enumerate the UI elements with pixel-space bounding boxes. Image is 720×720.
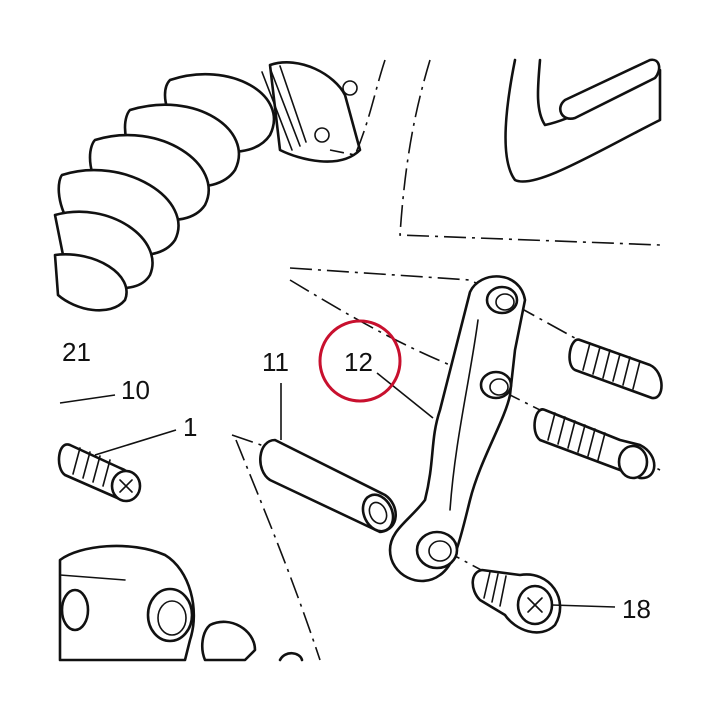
shock-absorber-spring: [53, 61, 362, 312]
callout-12: 12: [344, 347, 373, 377]
bolt-lower-18: [471, 568, 562, 634]
callout-11: 11: [262, 347, 289, 377]
bolt-upper: [568, 338, 663, 400]
bolt-left-1: [57, 443, 142, 503]
bolt-middle: [533, 408, 656, 480]
callout-21: 21: [62, 337, 91, 367]
callout-1: 1: [183, 412, 197, 442]
leader-lines: [59, 372, 616, 608]
lever-arm: [388, 275, 527, 583]
highlight-circle: [318, 319, 402, 403]
callout-18: 18: [622, 594, 651, 624]
spacer-tube: [259, 438, 397, 534]
swingarm-housing: [58, 544, 304, 662]
spring-coils: [53, 72, 276, 312]
frame-bracket: [504, 58, 662, 183]
callout-10: 10: [121, 375, 150, 405]
